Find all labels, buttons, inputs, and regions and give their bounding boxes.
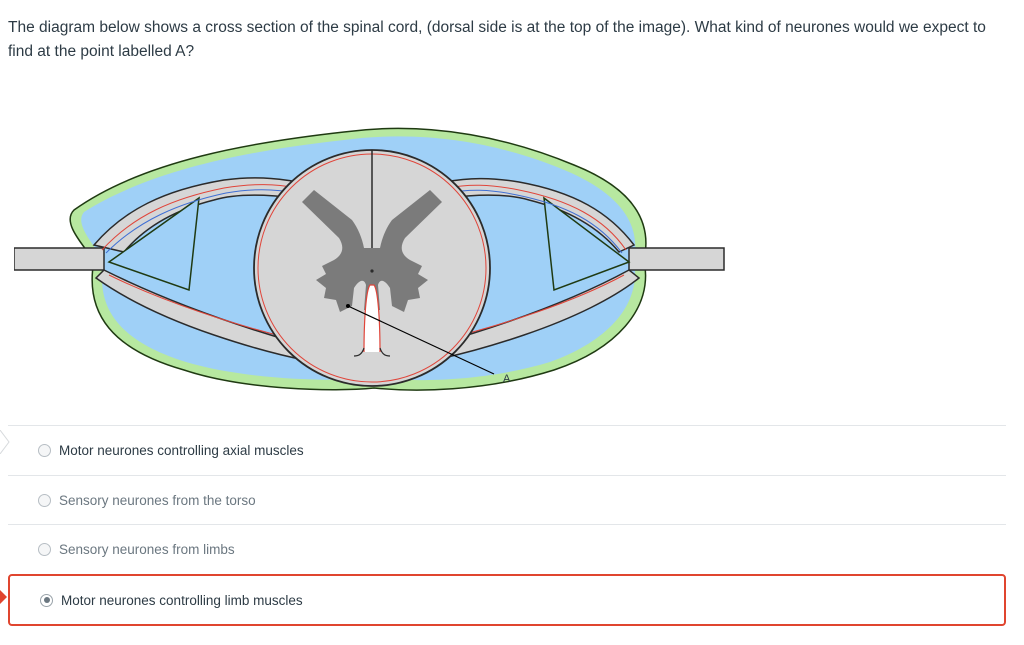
radio-button[interactable] xyxy=(38,443,51,457)
answer-option-4[interactable]: Motor neurones controlling limb muscles xyxy=(8,574,1006,626)
answer-option-2[interactable]: Sensory neurones from the torso xyxy=(8,476,1006,524)
answer-option-3[interactable]: Sensory neurones from limbs xyxy=(8,525,1006,573)
left-ganglion-triangle xyxy=(107,196,200,292)
answer-option-1[interactable]: Motor neurones controlling axial muscles xyxy=(8,426,1006,474)
pointer-label: A xyxy=(503,373,511,385)
answer-label: Motor neurones controlling axial muscles xyxy=(59,442,304,458)
red-line-left-upper xyxy=(101,184,298,251)
divider-top xyxy=(8,425,1006,426)
pointer-dot xyxy=(346,304,350,308)
selected-flag-icon xyxy=(0,590,7,604)
spinal-cord-diagram: A xyxy=(14,127,725,391)
divider-2 xyxy=(8,524,1006,525)
blue-line-right-upper xyxy=(446,189,623,254)
central-canal xyxy=(370,269,374,273)
chevron-right-icon xyxy=(0,430,10,454)
grey-matter xyxy=(302,190,442,312)
divider-1 xyxy=(8,475,1006,476)
radio-button[interactable] xyxy=(38,542,51,556)
ventral-fissure xyxy=(363,284,381,353)
radio-button-selected[interactable] xyxy=(40,593,53,607)
answer-label: Motor neurones controlling limb muscles xyxy=(61,592,303,608)
blue-line-left-upper xyxy=(105,189,297,254)
pointer-line xyxy=(347,305,495,375)
question-text: The diagram below shows a cross section … xyxy=(8,19,986,60)
answer-label: Sensory neurones from limbs xyxy=(59,541,235,557)
left-nerve xyxy=(14,247,105,271)
right-nerve xyxy=(628,247,725,271)
red-line-right-upper xyxy=(445,184,627,251)
radio-button[interactable] xyxy=(38,493,51,507)
right-ganglion-triangle xyxy=(543,196,631,292)
answer-label: Sensory neurones from the torso xyxy=(59,492,256,508)
ventral-fissure-outline xyxy=(353,347,391,357)
